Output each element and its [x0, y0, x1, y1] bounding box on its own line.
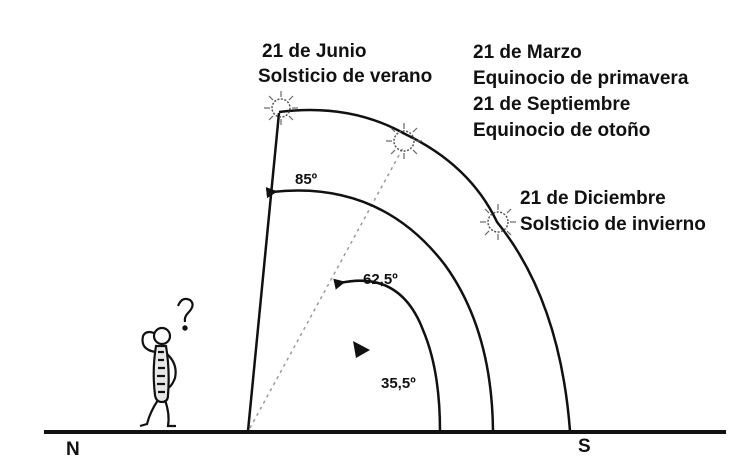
june-sun-icon [264, 91, 298, 125]
summer-sun-ray [246, 112, 281, 432]
equinox-sun-icon [386, 123, 422, 159]
south-label: S [578, 436, 591, 457]
equinox-sun-ray [249, 145, 405, 429]
north-label: N [66, 439, 80, 460]
winter-angle-label: 35,5º [381, 375, 416, 392]
observer-figure-icon [139, 297, 194, 428]
march-name-label: Equinocio de primavera [473, 68, 689, 89]
summer-angle-label: 85º [295, 171, 318, 188]
december-sun-icon [480, 204, 516, 240]
september-date-label: 21 de Septiembre [473, 94, 630, 115]
equinox-angle-label: 62,5º [363, 271, 398, 288]
march-date-label: 21 de Marzo [473, 42, 582, 63]
june-name-label: Solsticio de verano [258, 66, 432, 87]
equinox-angle-arc [333, 278, 442, 432]
december-date-label: 21 de Diciembre [520, 188, 666, 209]
summer-angle-arc [265, 187, 495, 432]
june-date-label: 21 de Junio [262, 41, 367, 62]
outer-sun-path-arc [278, 108, 572, 432]
december-name-label: Solsticio de invierno [520, 214, 706, 235]
winter-angle-arrow [353, 341, 370, 358]
september-name-label: Equinocio de otoño [473, 120, 650, 141]
